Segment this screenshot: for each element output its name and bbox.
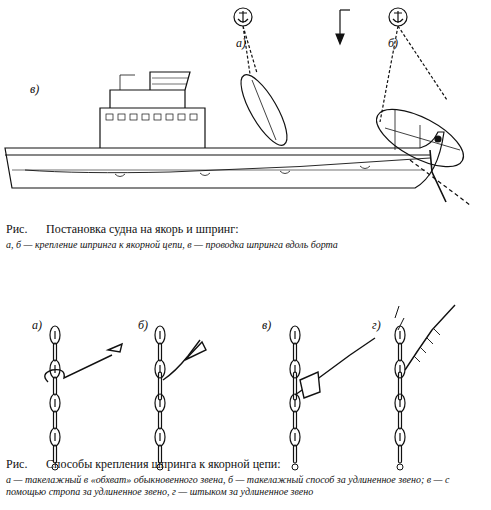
- vessel-plan: [368, 26, 472, 205]
- caption-prefix: Рис.: [6, 457, 27, 471]
- figure-letter: в): [30, 82, 39, 96]
- current-arrow: [336, 10, 350, 44]
- window-row: [106, 114, 197, 120]
- spring-rope: [45, 305, 455, 398]
- caption-title: Постановка судна на якорь и шпринг:: [46, 222, 238, 236]
- anchor-chain: [50, 326, 405, 470]
- caption-prefix: Рис.: [6, 222, 27, 236]
- figure-letter: в): [262, 318, 271, 332]
- caption-legend: а — такелажный в «обхват» обыкновенного …: [6, 474, 481, 498]
- figure-letter: б): [388, 36, 398, 50]
- figure-letter: а): [236, 36, 246, 50]
- ship: [5, 72, 446, 202]
- vessel-plan: [233, 26, 296, 151]
- figure-letter: б): [138, 318, 148, 332]
- caption-legend: а, б — крепление шпринга к якорной цепи,…: [6, 239, 338, 251]
- figure-letter: а): [32, 318, 42, 332]
- figure-letter: г): [372, 318, 381, 332]
- caption-title: Способы крепления шпринга к якорной цепи…: [46, 457, 281, 471]
- anchor-symbol: [234, 8, 407, 26]
